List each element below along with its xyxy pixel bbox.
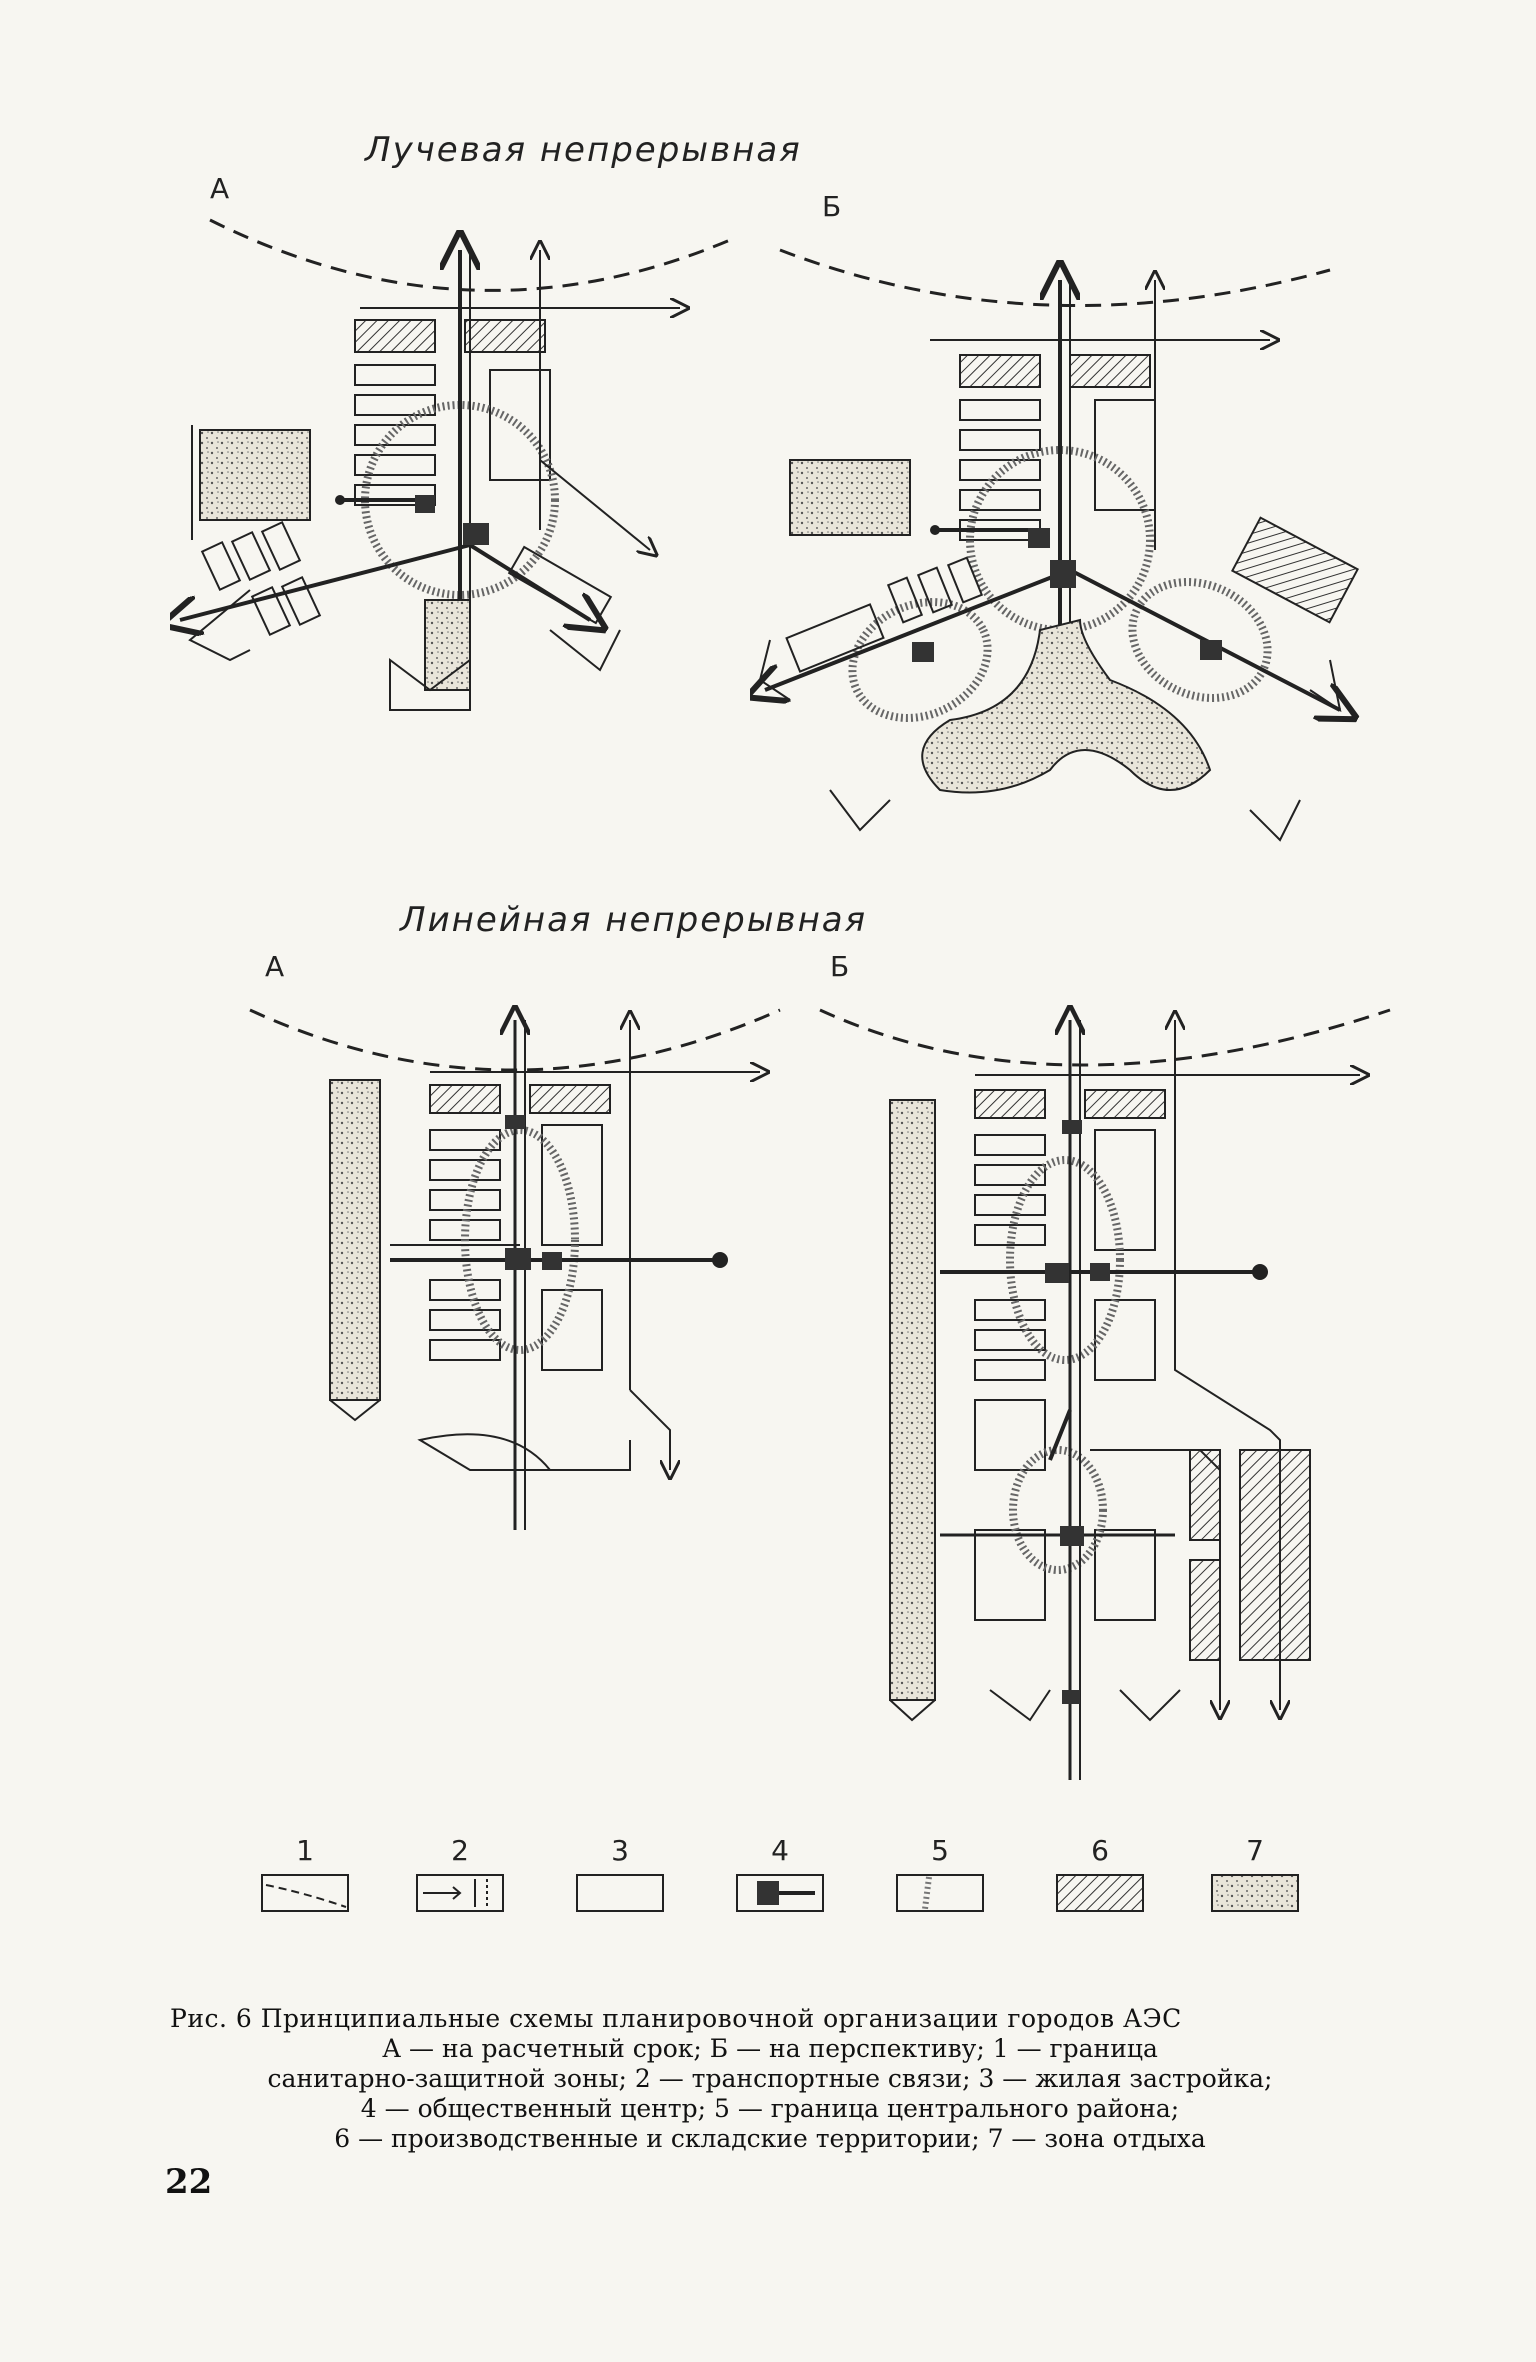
caption-line-3: санитарно-защитной зоны; 2 — транспортны…: [267, 2064, 1273, 2093]
legend-item-1: 1: [260, 1834, 350, 1917]
linear-variant-a-label: А: [265, 950, 285, 983]
caption-line-5: 6 — производственные и складские террито…: [334, 2124, 1206, 2153]
legend-number: 4: [771, 1834, 789, 1867]
legend-item-5: 5: [895, 1834, 985, 1917]
legend-item-2: 2: [415, 1834, 505, 1917]
industrial-territory-icon: [1056, 1874, 1144, 1912]
legend-item-3: 3: [575, 1834, 665, 1917]
linear-scheme-b-diagram: [819, 990, 1391, 1780]
figure-caption: Рис. 6 Принципиальные схемы планировочно…: [170, 2004, 1370, 2154]
page-number: 22: [165, 2162, 213, 2202]
radial-variant-b-label: Б: [822, 190, 842, 223]
legend-number: 1: [296, 1834, 314, 1867]
legend-number: 2: [451, 1834, 469, 1867]
legend-number: 5: [931, 1834, 949, 1867]
radial-section-title: Лучевая непрерывная: [365, 130, 802, 170]
caption-line-4: 4 — общественный центр; 5 — граница цент…: [360, 2094, 1180, 2123]
legend-item-7: 7: [1210, 1834, 1300, 1917]
radial-scheme-a-diagram: [170, 218, 731, 711]
sanitary-zone-boundary-icon: [261, 1874, 349, 1912]
linear-variant-b-label: Б: [830, 950, 850, 983]
legend-item-6: 6: [1055, 1834, 1145, 1917]
transport-links-icon: [416, 1874, 504, 1912]
public-center-icon: [736, 1874, 824, 1912]
caption-line-1: Рис. 6 Принципиальные схемы планировочно…: [170, 2004, 1182, 2033]
radial-variant-a-label: А: [210, 172, 230, 205]
central-district-boundary-icon: [896, 1874, 984, 1912]
legend-number: 6: [1091, 1834, 1109, 1867]
linear-scheme-a-diagram: [249, 990, 781, 1530]
caption-line-2: А — на расчетный срок; Б — на перспектив…: [382, 2034, 1158, 2063]
legend-number: 3: [611, 1834, 629, 1867]
recreation-zone-icon: [1211, 1874, 1299, 1912]
linear-section-title: Линейная непрерывная: [400, 900, 868, 940]
radial-scheme-b-diagram: [750, 248, 1360, 842]
residential-building-icon: [576, 1874, 664, 1912]
legend-number: 7: [1246, 1834, 1264, 1867]
legend-item-4: 4: [735, 1834, 825, 1917]
